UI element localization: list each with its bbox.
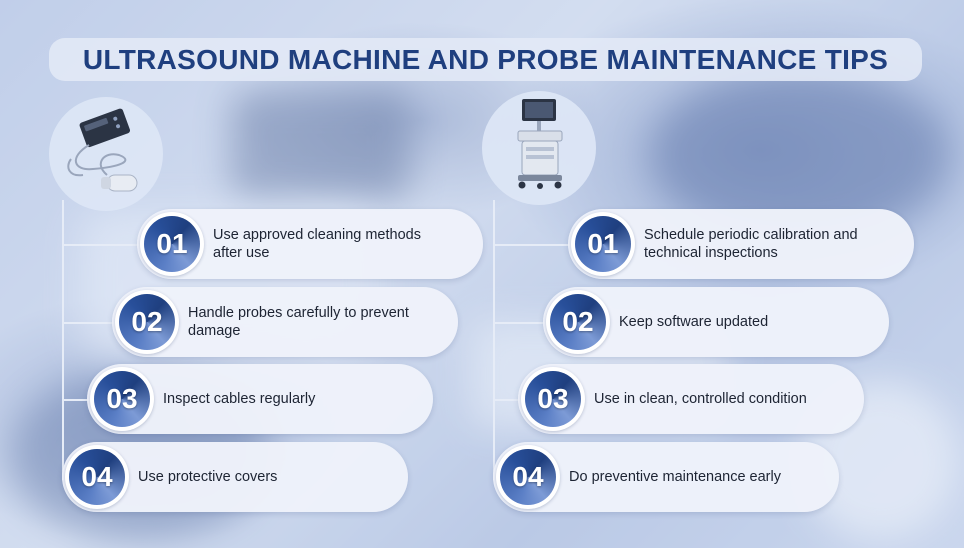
number-badge: 03 xyxy=(521,367,585,431)
tip-card-right-1: 01 Schedule periodic calibration and tec… xyxy=(568,209,914,279)
badge-number: 03 xyxy=(537,383,569,414)
tip-text: Do preventive maintenance early xyxy=(569,469,781,485)
left-connector-branch xyxy=(62,244,142,246)
number-badge: 04 xyxy=(496,445,560,509)
badge-fill xyxy=(575,216,631,272)
tip-text: Inspect cables regularly xyxy=(163,391,316,407)
number-badge: 01 xyxy=(140,212,204,276)
right-connector-line xyxy=(493,200,495,480)
ultrasound-probe-icon xyxy=(49,97,163,211)
tip-card-right-4: 04 Do preventive maintenance early xyxy=(493,442,839,512)
number-badge: 01 xyxy=(571,212,635,276)
tip-text: Use approved cleaning methods after use xyxy=(213,227,421,261)
left-connector-line xyxy=(62,200,64,480)
badge-fill xyxy=(69,449,125,505)
badge-fill xyxy=(500,449,556,505)
badge-number: 03 xyxy=(106,383,138,414)
badge-number: 02 xyxy=(131,306,163,337)
badge-number: 01 xyxy=(587,228,619,259)
right-connector-branch xyxy=(493,244,573,246)
badge-fill xyxy=(119,294,175,350)
tip-text: Use in clean, controlled condition xyxy=(594,391,807,407)
page-title: ULTRASOUND MACHINE AND PROBE MAINTENANCE… xyxy=(82,43,889,75)
tip-card-right-2: 02 Keep software updated xyxy=(543,287,889,357)
tip-card-left-4: 04 Use protective covers xyxy=(62,442,408,512)
badge-number: 02 xyxy=(562,306,594,337)
left-connector-branch xyxy=(62,399,92,401)
badge-fill xyxy=(94,371,150,427)
badge-number: 01 xyxy=(156,228,188,259)
number-badge: 04 xyxy=(65,445,129,509)
tip-text: Use protective covers xyxy=(138,469,278,485)
badge-fill xyxy=(525,371,581,427)
right-connector-branch xyxy=(493,399,523,401)
badge-fill xyxy=(550,294,606,350)
title-bar: ULTRASOUND MACHINE AND PROBE MAINTENANCE… xyxy=(49,38,922,81)
number-badge: 02 xyxy=(115,290,179,354)
tip-card-left-3: 03 Inspect cables regularly xyxy=(87,364,433,434)
tip-card-right-3: 03 Use in clean, controlled condition xyxy=(518,364,864,434)
right-connector-branch xyxy=(493,322,548,324)
ultrasound-machine-icon xyxy=(482,91,596,205)
background-blur xyxy=(230,90,410,200)
number-badge: 03 xyxy=(90,367,154,431)
tip-text: Keep software updated xyxy=(619,314,769,330)
badge-number: 04 xyxy=(512,461,544,492)
tip-card-left-2: 02 Handle probes carefully to prevent da… xyxy=(112,287,458,357)
badge-fill xyxy=(144,216,200,272)
tip-text: Schedule periodic calibration and techni… xyxy=(644,227,858,261)
left-connector-branch xyxy=(62,322,117,324)
number-badge: 02 xyxy=(546,290,610,354)
tip-card-left-1: 01 Use approved cleaning methods after u… xyxy=(137,209,483,279)
tip-text: Handle probes carefully to prevent damag… xyxy=(188,305,409,339)
badge-number: 04 xyxy=(81,461,113,492)
